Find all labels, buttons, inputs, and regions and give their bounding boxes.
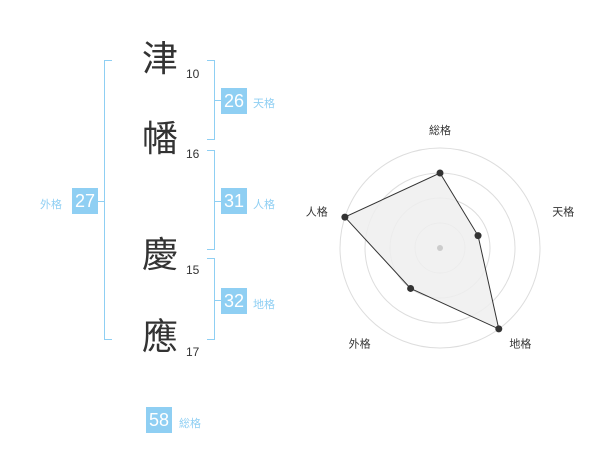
chikaku-value: 32 [221,288,247,314]
stroke-count-4: 17 [186,345,200,359]
radar-ring [339,147,541,349]
tenkaku-tick [215,100,221,101]
name-char-4: 應 [142,317,179,358]
radar-axis-label: 地格 [509,336,531,350]
radar-axis-label: 人格 [306,205,328,219]
chikaku-bracket [207,258,215,340]
radar-axis-label: 外格 [349,336,371,350]
radar-center-dot [437,245,443,251]
chikaku-label: 地格 [253,298,275,311]
jinkaku-value: 31 [221,188,247,214]
radar-point-2 [474,232,482,240]
chikaku-tick [215,300,221,301]
radar-axis-label: 総格 [429,123,451,137]
radar-point-3 [495,325,503,333]
gaikaku-tick [98,201,104,202]
tenkaku-value: 26 [221,88,247,114]
radar-point-1 [436,169,444,177]
name-char-3: 慶 [142,235,179,276]
soukaku-value: 58 [146,407,172,433]
name-char-2: 幡 [142,119,179,160]
tenkaku-bracket [207,60,215,140]
radar-point-4 [407,284,415,292]
name-char-1: 津 [142,39,179,80]
soukaku-label: 総格 [179,417,201,430]
radar-axis-label: 天格 [552,205,574,219]
jinkaku-label: 人格 [253,198,275,211]
stroke-count-1: 10 [186,67,200,81]
radar-point-5 [341,213,349,221]
radar-area [344,172,500,330]
gaikaku-label: 外格 [40,198,62,211]
gaikaku-value: 27 [72,188,98,214]
jinkaku-tick [215,201,221,202]
jinkaku-bracket [207,150,215,250]
tenkaku-label: 天格 [253,97,275,110]
gaikaku-bracket [104,60,112,340]
stroke-count-3: 15 [186,263,200,277]
stroke-count-2: 16 [186,147,200,161]
